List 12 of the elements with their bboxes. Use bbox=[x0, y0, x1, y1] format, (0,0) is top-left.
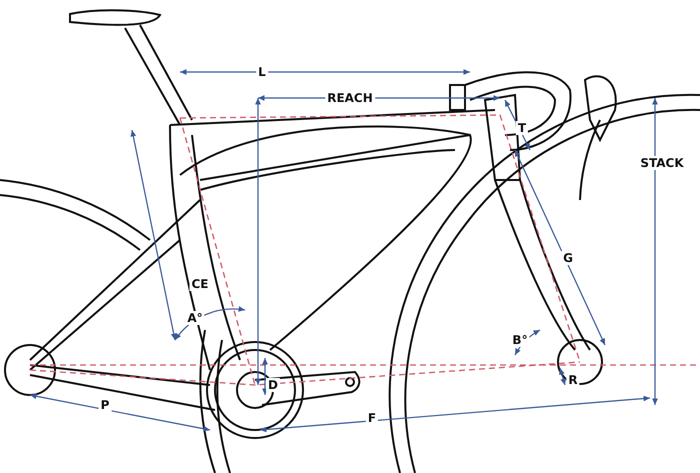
dimension-label: L bbox=[256, 65, 268, 79]
dimension-label: R bbox=[566, 373, 580, 387]
dimension-label: REACH bbox=[325, 91, 375, 105]
dimension-label: STACK bbox=[638, 156, 686, 170]
dimension-label: D bbox=[266, 378, 280, 392]
dimension-label: P bbox=[98, 398, 112, 412]
dimension-label: B° bbox=[510, 333, 530, 347]
dimension-label: G bbox=[561, 251, 575, 265]
dimension-label: T bbox=[516, 121, 528, 135]
dimension-label: F bbox=[366, 411, 378, 425]
dimension-label: CE bbox=[190, 277, 210, 291]
dimension-label: A° bbox=[185, 311, 205, 325]
